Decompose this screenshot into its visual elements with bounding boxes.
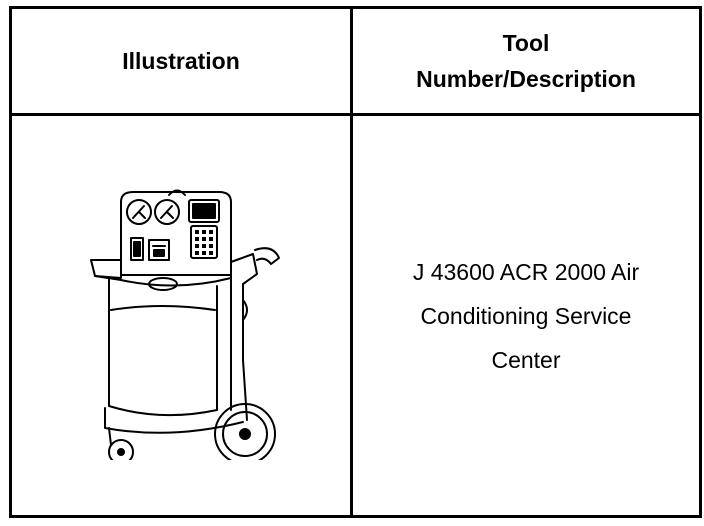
header-illustration: Illustration: [9, 6, 353, 116]
header-illustration-label: Illustration: [122, 48, 240, 74]
ac-service-center-machine-icon: [90, 189, 280, 460]
illustration-cell: [9, 113, 353, 518]
header-row: Illustration Tool Number/Description: [9, 6, 702, 116]
description-line: Center: [491, 346, 561, 373]
description-line: J 43600 ACR 2000 Air: [412, 258, 640, 285]
header-tool: Tool Number/Description: [350, 6, 702, 116]
header-tool-line2: Number/Description: [416, 66, 636, 92]
table-row: J 43600 ACR 2000 Air Conditioning Servic…: [9, 113, 702, 518]
header-tool-line1: Tool: [502, 30, 550, 56]
description-line: Conditioning Service: [420, 302, 632, 329]
tool-table: Illustration Tool Number/Description: [9, 6, 702, 518]
description-cell: J 43600 ACR 2000 Air Conditioning Servic…: [350, 113, 702, 518]
